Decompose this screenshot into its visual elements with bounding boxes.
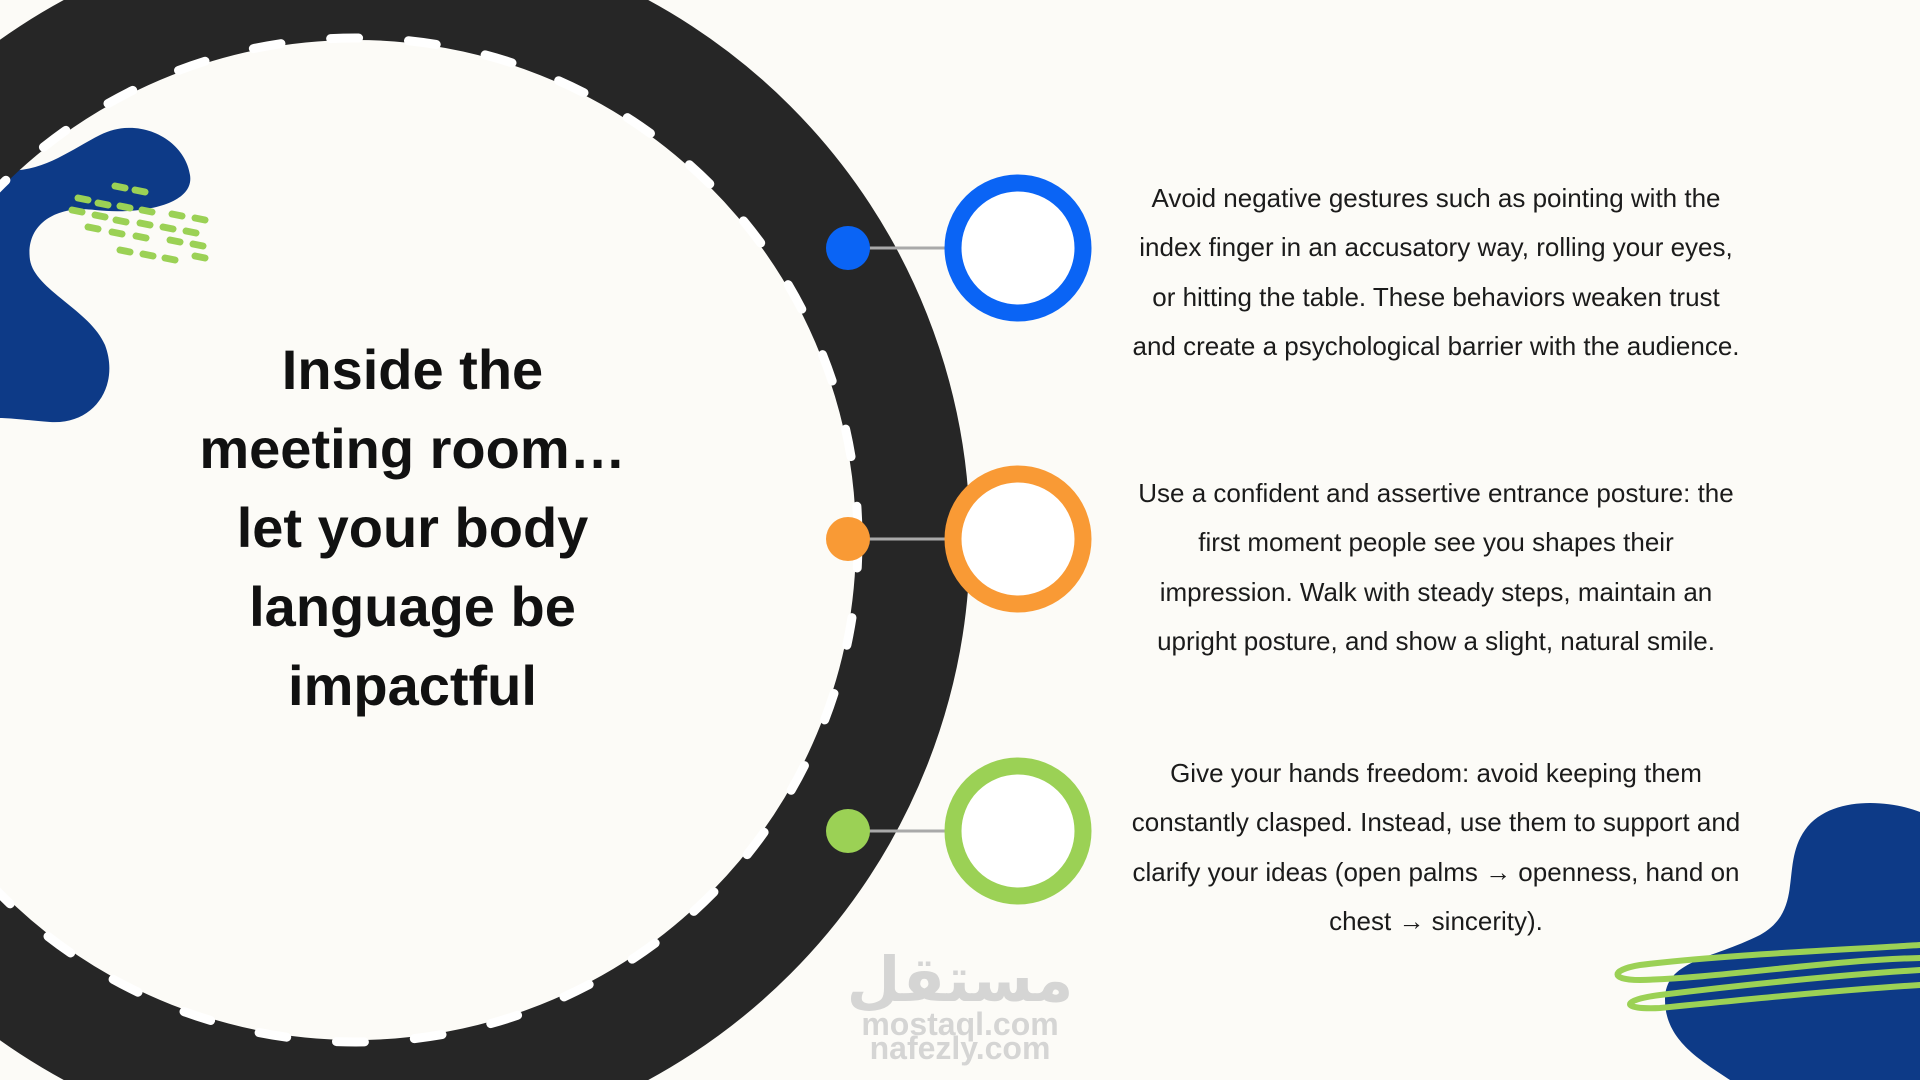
marker-1-dot xyxy=(826,226,870,270)
slide-title: Inside the meeting room… let your body l… xyxy=(150,330,675,725)
marker-2-dot xyxy=(826,517,870,561)
watermark: مستقل mostaql.com nafezly.com xyxy=(835,946,1085,1066)
watermark-nafezly: nafezly.com xyxy=(869,1030,1051,1066)
navy-blob-top-left xyxy=(0,127,191,423)
marker-1-ring xyxy=(944,174,1092,322)
title-line: language be xyxy=(249,575,576,638)
navy-blob-bottom-right xyxy=(1665,803,1920,1080)
title-line: Inside the xyxy=(281,338,544,401)
marker-1 xyxy=(826,174,1092,322)
marker-2 xyxy=(826,465,1092,613)
marker-2-ring xyxy=(944,465,1092,613)
marker-3 xyxy=(826,757,1092,905)
green-swirl-lines xyxy=(1614,942,1920,1012)
watermark-mostaql: mostaql.com xyxy=(861,1006,1059,1042)
green-dash-pattern xyxy=(68,182,209,264)
title-line: let your body xyxy=(236,496,589,559)
watermark-arabic: مستقل xyxy=(846,946,1074,1015)
marker-3-dot xyxy=(826,809,870,853)
title-line: meeting room… xyxy=(199,417,626,480)
marker-3-ring xyxy=(944,757,1092,905)
item-text-hands-freedom: Give your hands freedom: avoid keeping t… xyxy=(1131,758,1741,936)
item-text-entrance-posture: Use a confident and assertive entrance p… xyxy=(1138,478,1734,656)
title-line: impactful xyxy=(288,654,537,717)
item-text-negative-gestures: Avoid negative gestures such as pointing… xyxy=(1132,183,1740,361)
